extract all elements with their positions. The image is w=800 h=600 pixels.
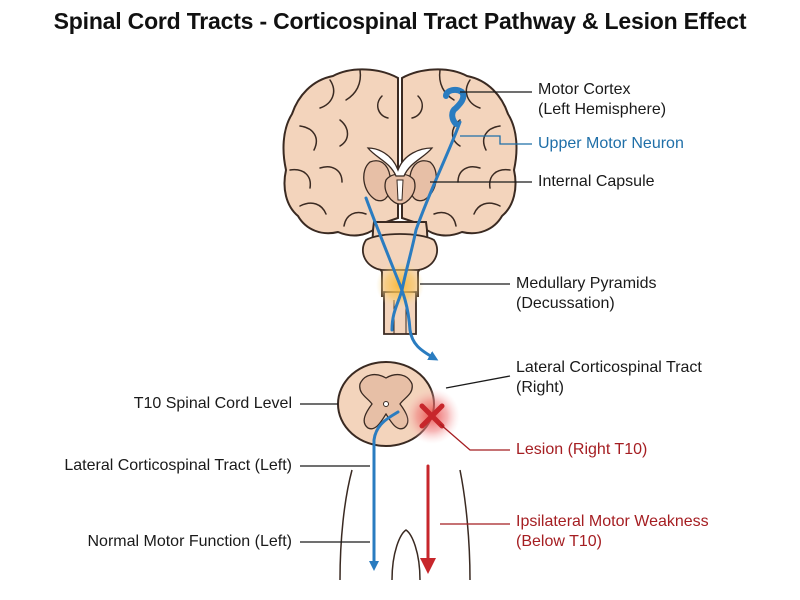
label-motor-cortex-line2: (Left Hemisphere)	[538, 101, 667, 118]
upper-motor-neuron-left	[443, 86, 467, 127]
spinal-cord-section	[337, 361, 460, 447]
lower-body-outline	[339, 469, 471, 581]
upper-motor-neuron-tract	[390, 120, 462, 332]
pons-bulge	[361, 233, 439, 271]
corticospinal-tracts	[364, 86, 467, 574]
lateral-ventricles	[366, 147, 434, 177]
page-title: Spinal Cord Tracts - Corticospinal Tract…	[53, 8, 747, 34]
label-ipsilateral-weakness-line1: Ipsilateral Motor Weakness	[516, 513, 709, 530]
label-internal-capsule: Internal Capsule	[538, 173, 655, 190]
label-upper-motor-neuron: Upper Motor Neuron	[538, 135, 684, 152]
x-mark-icon	[419, 403, 445, 429]
label-medullary-pyramids-line2: (Decussation)	[516, 295, 615, 312]
label-medullary-pyramids-line1: Medullary Pyramids	[516, 275, 657, 292]
leader-lines	[300, 91, 532, 543]
upper-motor-neuron-contralateral	[364, 196, 439, 361]
lateral-cst-left-path	[369, 410, 400, 571]
label-lateral-cst-left: Lateral Corticospinal Tract (Left)	[64, 457, 292, 474]
label-lateral-cst-right: Lateral Corticospinal Tract (Right)	[516, 358, 702, 398]
cortical-gyri	[289, 69, 511, 227]
label-ipsilateral-weakness-line2: (Below T10)	[516, 533, 602, 550]
label-motor-cortex-line1: Motor Cortex	[538, 81, 631, 98]
label-medullary-pyramids: Medullary Pyramids (Decussation)	[516, 274, 656, 314]
label-ipsilateral-weakness: Ipsilateral Motor Weakness (Below T10)	[516, 512, 709, 552]
label-normal-motor: Normal Motor Function (Left)	[87, 533, 292, 550]
label-t10-level: T10 Spinal Cord Level	[133, 395, 292, 412]
label-motor-cortex: Motor Cortex (Left Hemisphere)	[538, 80, 666, 120]
brain-coronal-section	[282, 68, 518, 335]
third-ventricle	[396, 179, 404, 201]
label-lesion: Lesion (Right T10)	[516, 441, 648, 458]
label-lateral-cst-right-line2: (Right)	[516, 379, 565, 396]
label-lateral-cst-right-line1: Lateral Corticospinal Tract	[516, 359, 702, 376]
